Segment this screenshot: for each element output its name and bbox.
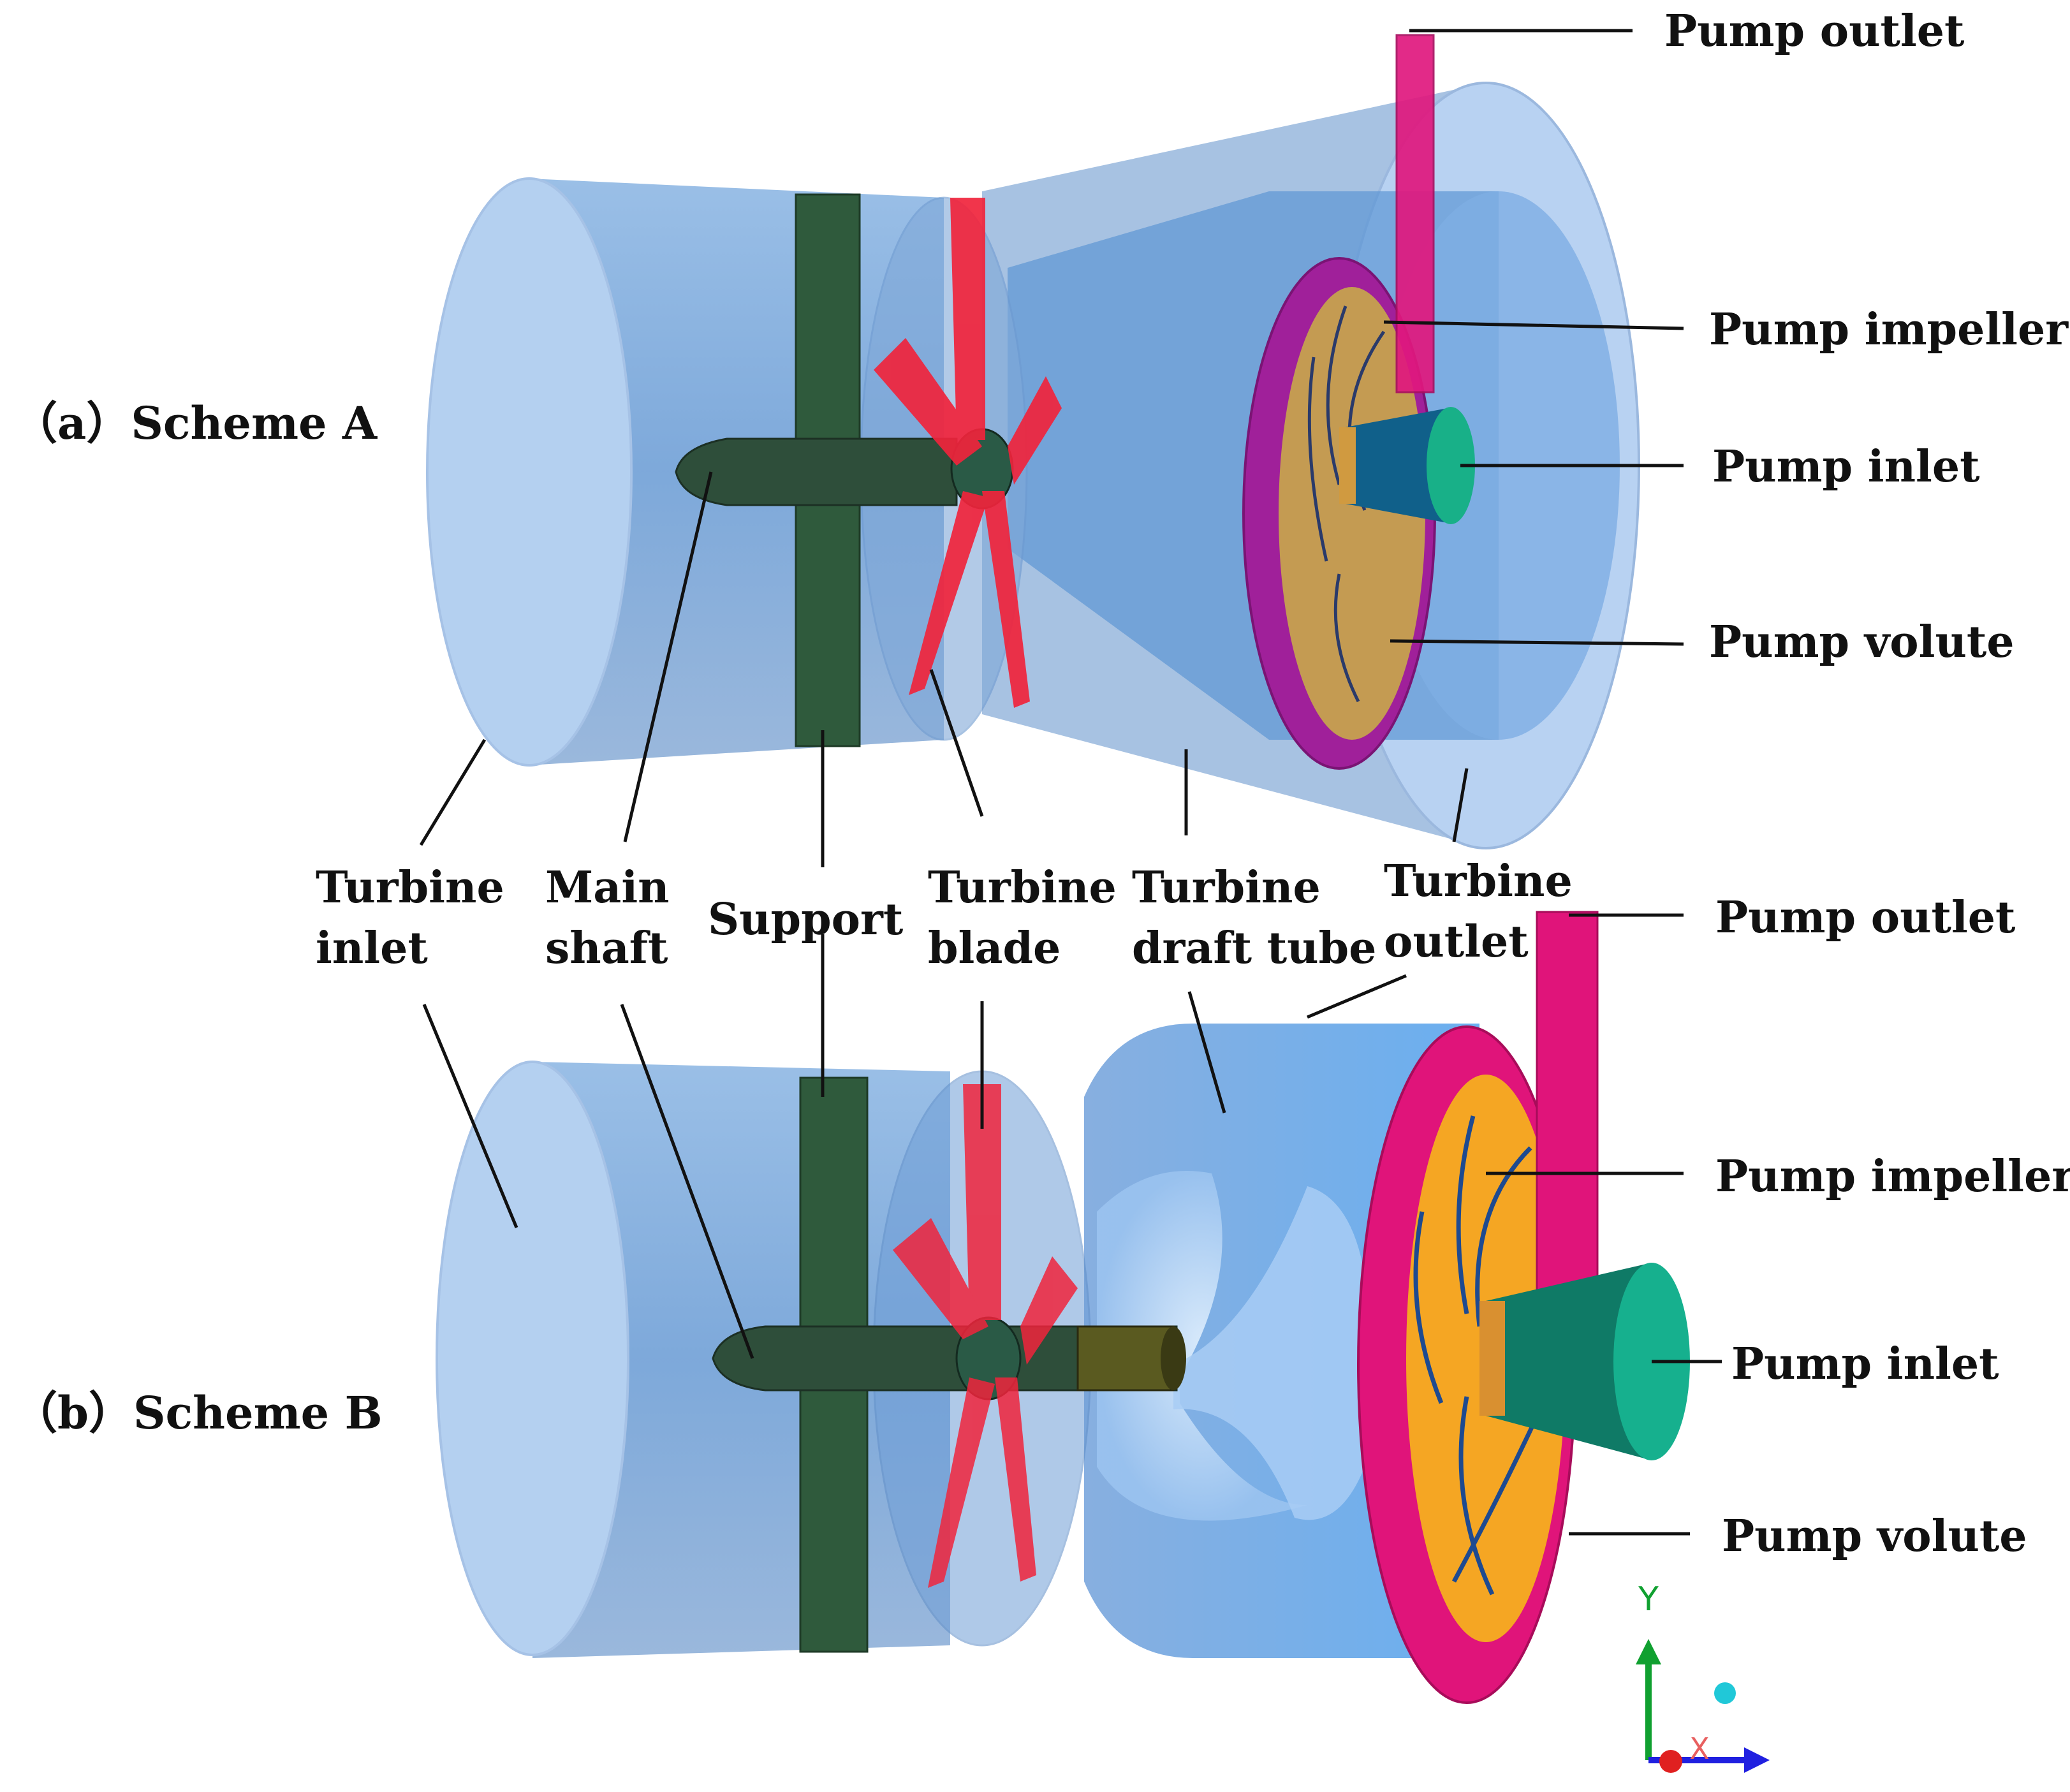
label-pump-outlet-a: Pump outlet [1664, 6, 1965, 57]
axis-triad: Y X [1636, 1580, 1770, 1773]
label-pump-impeller-b: Pump impeller [1715, 1151, 2070, 1202]
label-turbine-draft-tube: Turbine draft tube [1132, 862, 1376, 974]
shaft-end-b [1161, 1326, 1186, 1390]
pump-inlet-face-a [1427, 407, 1475, 524]
main-shaft-a [675, 437, 958, 506]
svg-text:（b）Scheme B: （b）Scheme B [13, 1386, 383, 1439]
pump-outlet-a [1395, 34, 1435, 393]
scheme-b-name: Scheme B [133, 1386, 383, 1439]
turbine-blade-b [893, 1084, 1078, 1588]
scheme-b-title: （b）Scheme B [13, 1386, 383, 1439]
label-pump-volute-a: Pump volute [1709, 617, 2015, 668]
label-pump-outlet-b: Pump outlet [1715, 892, 2016, 943]
y-axis-arrow-icon [1636, 1639, 1661, 1664]
label-turbine-inlet-l1: Turbine [316, 862, 504, 913]
draft-tube-flare-b [1097, 1171, 1307, 1521]
view-dot-icon [1714, 1682, 1736, 1704]
pump-inlet-a [1346, 408, 1448, 523]
label-turbine-blade-l1: Turbine [928, 862, 1117, 913]
pump-outlet-b [1536, 911, 1599, 1316]
shaft-extension-b [1076, 1325, 1175, 1392]
scheme-a-tag: （a） [13, 397, 131, 450]
label-turbine-blade: Turbine blade [928, 862, 1131, 974]
label-pump-volute-b: Pump volute [1722, 1511, 2027, 1562]
scheme-a-model [426, 34, 1640, 849]
scheme-a-name: Scheme A [131, 397, 378, 450]
turbine-inlet-b [436, 1061, 629, 1656]
leader-lines [419, 29, 1722, 1536]
label-main-shaft: Main shaft [545, 862, 684, 974]
draft-tube-throat-b [1173, 1186, 1365, 1520]
z-axis-dot-icon [1659, 1750, 1682, 1773]
label-turbine-outlet-l2: outlet [1384, 916, 1529, 967]
label-turbine-inlet: Turbine inlet [316, 862, 519, 974]
label-turbine-draft-tube-l2: draft tube [1132, 923, 1376, 974]
label-support: Support [708, 894, 904, 945]
label-pump-impeller-a: Pump impeller [1709, 304, 2069, 355]
label-turbine-blade-l2: blade [928, 923, 1061, 974]
scheme-b-tag: （b） [13, 1386, 133, 1439]
turbine-blade-a [874, 198, 1062, 708]
scheme-b-model [436, 911, 1690, 1704]
label-pump-inlet-b: Pump inlet [1731, 1339, 1999, 1390]
label-turbine-outlet-l1: Turbine [1384, 856, 1573, 907]
svg-text:（a）Scheme A: （a）Scheme A [13, 397, 378, 450]
pump-inlet-collar-a [1339, 427, 1356, 504]
pump-inlet-collar-b [1479, 1301, 1505, 1416]
label-main-shaft-l1: Main [545, 862, 670, 913]
label-turbine-inlet-l2: inlet [316, 923, 428, 974]
pump-impeller-a [1279, 287, 1425, 740]
pump-inlet-b [1486, 1263, 1652, 1460]
label-main-shaft-l2: shaft [545, 923, 668, 974]
scheme-a-title: （a）Scheme A [13, 397, 378, 450]
label-turbine-outlet: Turbine outlet [1384, 856, 1587, 967]
label-pump-inlet-a: Pump inlet [1712, 441, 1980, 492]
axis-y-label: Y [1638, 1580, 1659, 1619]
label-turbine-draft-tube-l1: Turbine [1132, 862, 1321, 913]
turbine-inlet-a [426, 177, 633, 767]
x-axis-arrow-icon [1744, 1747, 1770, 1773]
axis-x-label: X [1689, 1731, 1710, 1766]
